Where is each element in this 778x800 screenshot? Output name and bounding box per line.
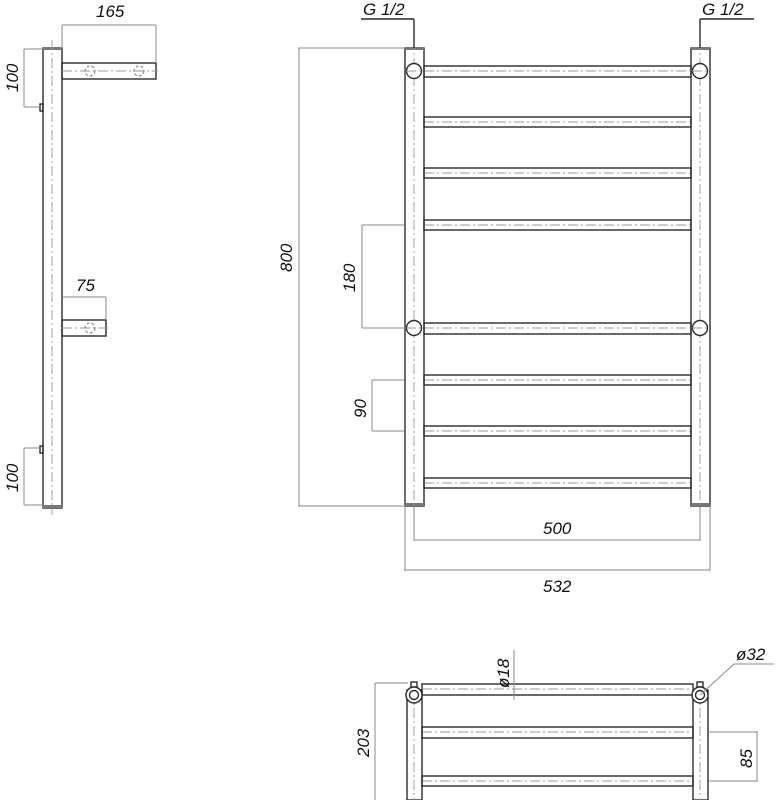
front-rungs xyxy=(423,65,692,489)
dim-center-distance: 500 xyxy=(543,519,572,538)
dim-depth: 203 xyxy=(354,728,373,758)
top-view: 203 ø18 ø32 85 xyxy=(354,645,774,800)
dim-large-rung-gap: 180 xyxy=(340,263,359,292)
dim-top-offset: 100 xyxy=(3,63,22,92)
side-top-cap xyxy=(43,47,62,50)
top-left-tube xyxy=(406,689,423,800)
side-vertical-tube xyxy=(42,47,63,509)
connection-label-right: G 1/2 xyxy=(702,0,744,19)
side-mount-nub-bottom xyxy=(39,445,44,454)
tube-section-left xyxy=(405,686,423,704)
dim-small-rung-gap: 90 xyxy=(351,399,370,418)
dim-tube-diameter: ø32 xyxy=(736,645,766,664)
dim-total-height: 800 xyxy=(277,243,296,272)
front-view: G 1/2 G 1/2 800 180 90 500 532 xyxy=(277,0,754,596)
front-right-tube xyxy=(690,47,711,507)
dim-bottom-offset: 100 xyxy=(3,463,22,492)
connection-label-left: G 1/2 xyxy=(363,0,405,19)
side-mount-nub-top xyxy=(39,103,44,112)
dim-total-width: 532 xyxy=(543,577,572,596)
dim-bracket-top-depth: 165 xyxy=(96,2,125,21)
front-left-tube xyxy=(404,47,425,507)
side-bottom-cap xyxy=(43,505,62,508)
dim-bracket-mid-depth: 75 xyxy=(76,276,95,295)
dim-rung-spacing: 85 xyxy=(737,749,756,768)
top-right-tube xyxy=(692,689,709,800)
side-view: 165 100 75 100 xyxy=(3,2,158,515)
dim-rung-diameter: ø18 xyxy=(494,658,513,688)
